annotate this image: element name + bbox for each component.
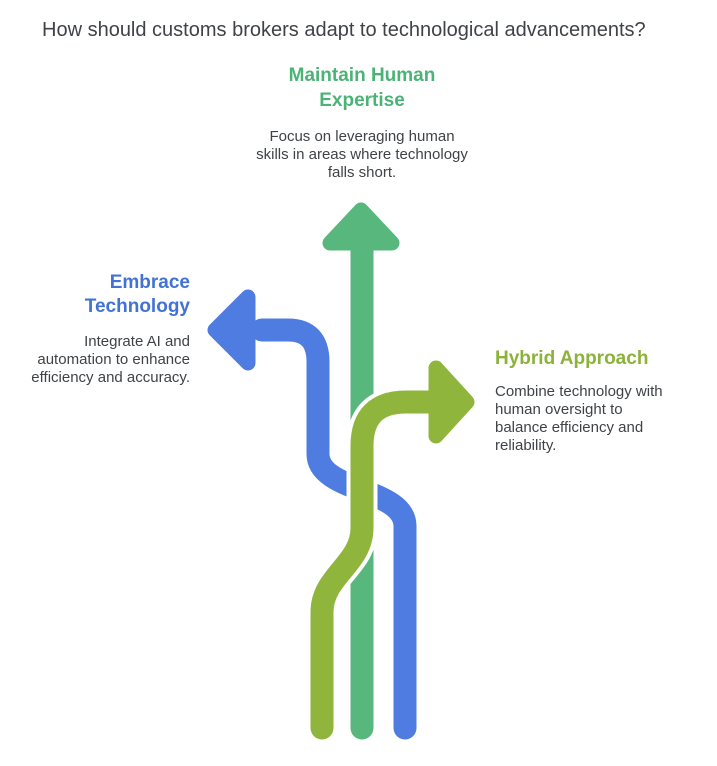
hybrid-section-description: Combine technology with human oversight … bbox=[495, 383, 663, 454]
arrow-shaft bbox=[310, 390, 446, 740]
maintain-section-description: Focus on leveraging human skills in area… bbox=[256, 128, 468, 181]
hybrid-right-arrow-icon bbox=[306, 353, 482, 744]
arrow-head bbox=[428, 360, 475, 444]
arrow-head bbox=[322, 202, 400, 251]
hybrid-section-heading: Hybrid Approach bbox=[495, 348, 649, 369]
embrace-left-arrow-icon bbox=[200, 282, 421, 744]
embrace-section-heading: Embrace Technology bbox=[84, 272, 190, 317]
arrow-head bbox=[207, 289, 256, 371]
arrow-shaft bbox=[250, 318, 417, 740]
maintain-section-heading: Maintain Human Expertise bbox=[288, 65, 436, 111]
embrace-section-description: Integrate AI and automation to enhance e… bbox=[31, 333, 190, 386]
question-title: How should customs brokers adapt to tech… bbox=[42, 19, 646, 41]
